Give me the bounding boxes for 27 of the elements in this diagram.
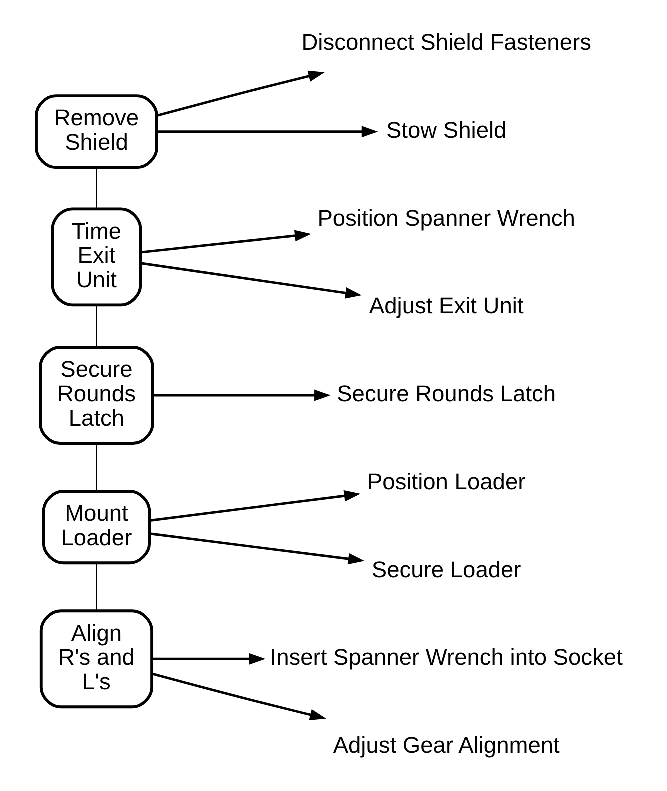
arrow: [157, 126, 378, 138]
connector: [96, 168, 98, 209]
arrow: [153, 390, 331, 402]
node-text: Stow Shield: [386, 116, 507, 143]
node-text: Position Loader: [367, 468, 526, 494]
arrow: [140, 230, 312, 254]
node-box: Mount Loader: [42, 490, 152, 565]
node-text: Secure Loader: [372, 556, 522, 582]
node-box: Time Exit Unit: [51, 208, 142, 307]
node-box: Secure Rounds Latch: [39, 346, 154, 445]
arrow: [157, 70, 325, 117]
node-text: Secure Rounds Latch: [337, 380, 556, 407]
node-text: Disconnect Shield Fasteners: [302, 29, 592, 56]
node-text: Adjust Gear Alignment: [333, 732, 560, 758]
arrow: [140, 262, 362, 299]
arrow: [150, 532, 365, 565]
node-box: Align R's and L's: [40, 610, 154, 709]
arrow: [150, 490, 361, 522]
node-box: Remove Shield: [35, 94, 158, 170]
node-text: Position Spanner Wrench: [318, 204, 576, 231]
node-text: Insert Spanner Wrench into Socket: [270, 644, 623, 670]
connector: [96, 563, 98, 611]
connector: [96, 444, 98, 492]
arrow: [152, 653, 266, 665]
node-text: Adjust Exit Unit: [369, 292, 524, 319]
arrow: [152, 672, 326, 721]
connector: [96, 306, 98, 348]
